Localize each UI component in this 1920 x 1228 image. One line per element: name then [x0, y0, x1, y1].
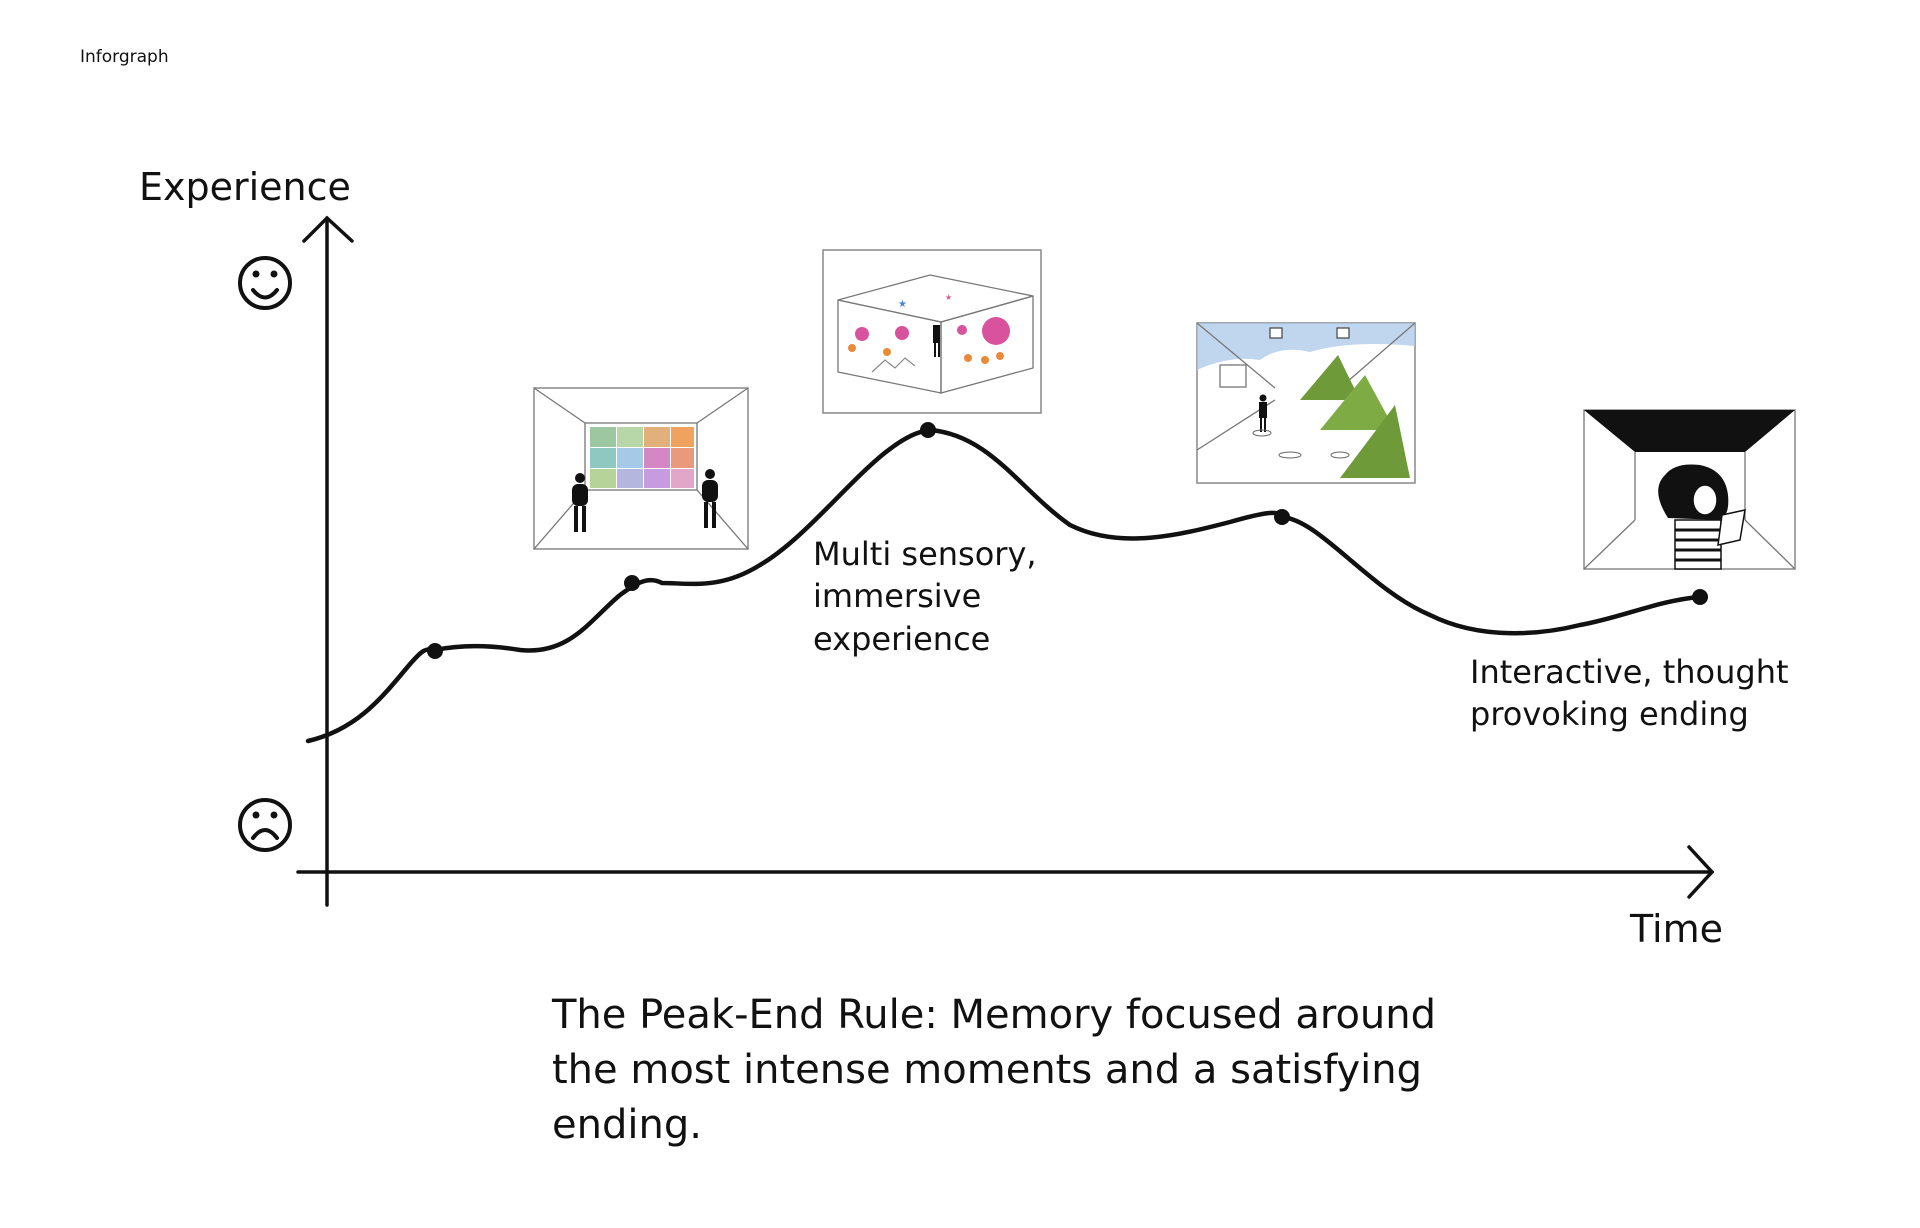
- annotation-line: immersive: [813, 577, 981, 615]
- annotation-line: experience: [813, 620, 990, 658]
- end-annotation: Interactive, thought provoking ending: [1470, 653, 1799, 733]
- caption-line: The Peak-End Rule: Memory focused around: [551, 992, 1436, 1038]
- mountain-projection-room-icon: [1196, 322, 1416, 484]
- marker-point: [920, 422, 936, 438]
- frowning-face-icon: [238, 798, 292, 852]
- header-tag: Inforgraph: [80, 47, 169, 67]
- marker-point: [427, 643, 443, 659]
- annotation-line: provoking ending: [1470, 695, 1749, 733]
- caption-line: the most intense moments and a satisfyin…: [552, 1047, 1422, 1093]
- y-axis: [302, 215, 354, 907]
- peak-annotation: Multi sensory, immersive experience: [813, 535, 1047, 658]
- y-axis-label: Experience: [139, 165, 351, 209]
- svg-text:★: ★: [898, 299, 907, 310]
- annotation-line: Interactive, thought: [1470, 653, 1789, 691]
- x-axis-label: Time: [1629, 907, 1723, 951]
- woman-reading-tablet-room-icon: [1583, 409, 1796, 570]
- marker-point: [1274, 509, 1290, 525]
- curve-markers: [427, 422, 1708, 659]
- caption: The Peak-End Rule: Memory focused around…: [551, 992, 1449, 1148]
- smiley-face-icon: [238, 256, 292, 310]
- gallery-room-with-colored-wall-icon: [533, 387, 749, 550]
- marker-point: [1692, 589, 1708, 605]
- marker-point: [624, 575, 640, 591]
- x-axis: [296, 845, 1715, 899]
- annotation-line: Multi sensory,: [813, 535, 1037, 573]
- svg-text:★: ★: [945, 293, 952, 302]
- caption-line: ending.: [552, 1102, 702, 1148]
- space-immersive-room-icon: ★ ★: [822, 249, 1042, 414]
